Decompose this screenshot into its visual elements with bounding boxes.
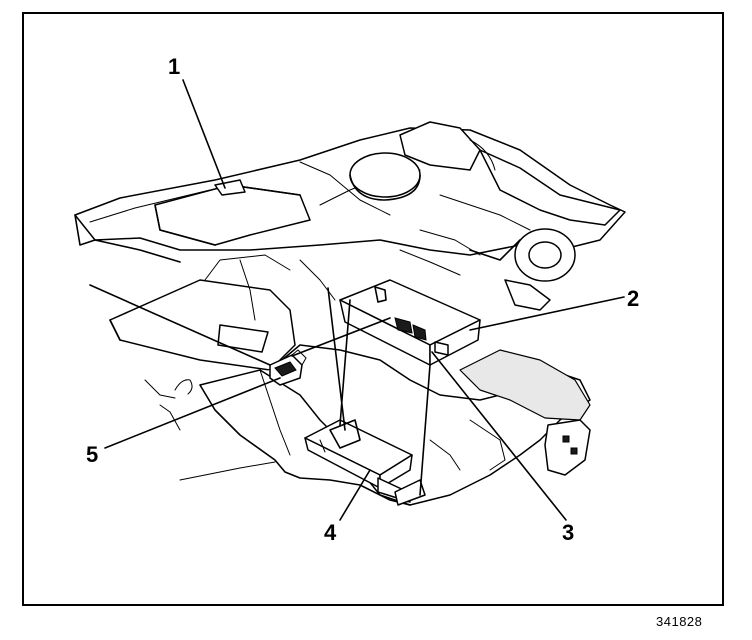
mounting-lines [89,284,431,496]
leader-line-1 [182,79,226,189]
callout-3: 3 [562,520,575,545]
figure-number: 341828 [656,614,703,629]
bracket-4 [304,419,426,506]
illustration-frame [22,12,724,606]
hvac-housing-upper [349,121,621,311]
connector-5 [269,349,307,386]
leader-line-2 [469,296,625,331]
callout-5: 5 [86,442,99,467]
callout-1: 1 [168,54,181,79]
leader-lines [104,79,625,521]
center-duct-structure [179,344,591,506]
callout-2: 2 [627,286,640,311]
callout-4: 4 [324,520,337,545]
leader-line-3 [431,351,567,521]
leader-line-5 [104,377,281,449]
module-box-2 [339,279,481,366]
leader-line-4 [339,469,371,521]
lower-left-panel [109,254,336,431]
